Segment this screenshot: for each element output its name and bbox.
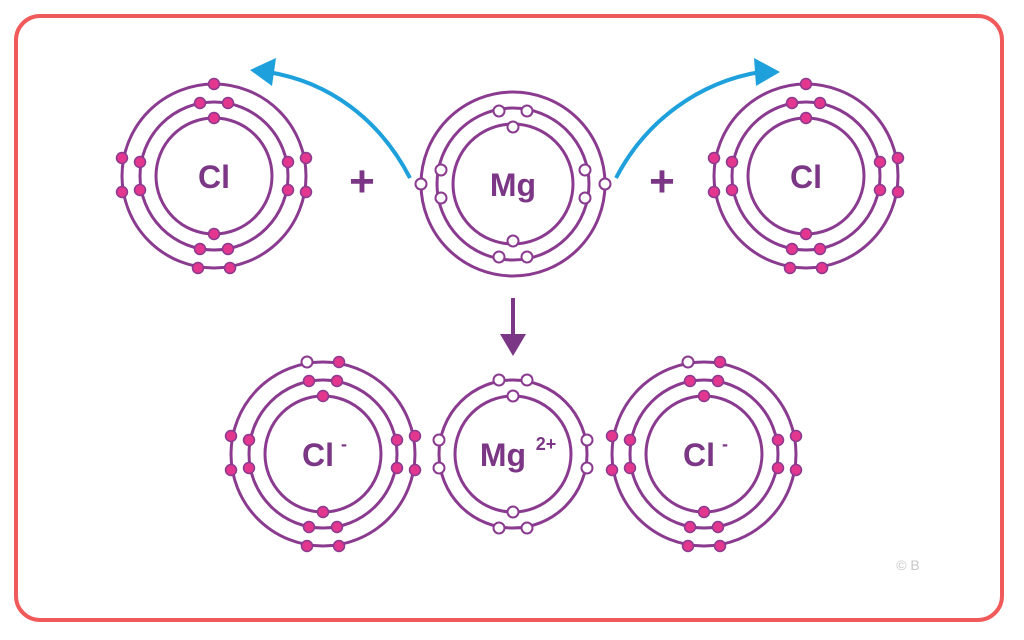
- transfer-arrow-left-head: [250, 58, 276, 86]
- magnesium-ion-symbol: Mg: [480, 437, 526, 473]
- magnesium-ion: Mg 2+: [432, 373, 594, 535]
- transfer-arrow-left: [267, 70, 412, 179]
- transfer-arrow-right: [614, 70, 761, 179]
- magnesium-atom: Mg: [414, 90, 612, 278]
- watermark: © B: [896, 557, 920, 573]
- chloride-ion-left-charge: -: [341, 434, 347, 454]
- chloride-ion-right-symbol: Cl: [683, 437, 715, 473]
- chloride-ion-right-charge: -: [722, 434, 728, 454]
- diagram-frame: [14, 14, 1004, 622]
- transfer-arrow-right-head: [754, 58, 780, 86]
- chlorine-atom-left: Cl: [115, 77, 313, 275]
- magnesium-ion-charge: 2+: [536, 434, 557, 454]
- chlorine-atom-left-symbol: Cl: [198, 159, 230, 195]
- product-arrow-head: [500, 334, 526, 356]
- magnesium-atom-symbol: Mg: [490, 167, 536, 203]
- chlorine-atom-right: Cl: [707, 77, 905, 275]
- plus-sign-right: +: [649, 157, 675, 206]
- plus-sign-left: +: [349, 157, 375, 206]
- chloride-ion-right: Cl -: [605, 355, 803, 553]
- chloride-ion-left: Cl -: [224, 355, 422, 553]
- chloride-ion-left-symbol: Cl: [302, 437, 334, 473]
- chlorine-atom-right-symbol: Cl: [790, 159, 822, 195]
